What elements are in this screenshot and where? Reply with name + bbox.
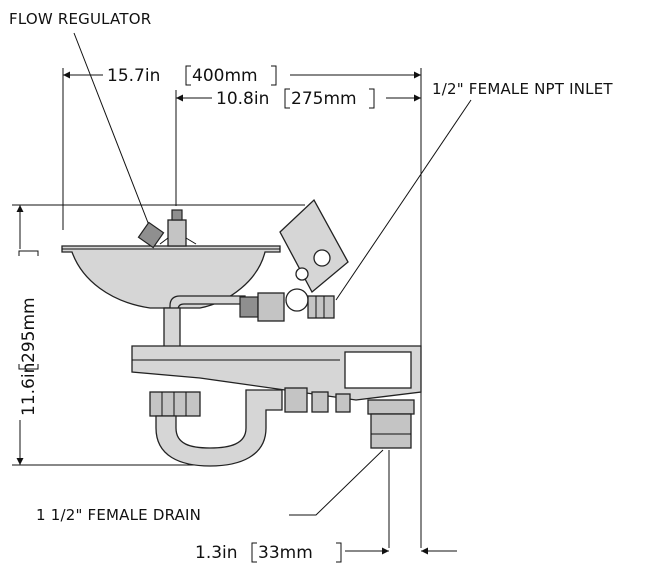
lower-fitting-3 xyxy=(335,393,351,413)
valve-handle xyxy=(285,288,309,312)
npt-inlet-label: 1/2" FEMALE NPT INLET xyxy=(432,80,613,98)
flow-regulator xyxy=(137,221,165,249)
lower-fitting-2 xyxy=(311,391,329,413)
flow-regulator-leader xyxy=(73,32,153,234)
width-to-spout-dimension: 10.8in 275mm xyxy=(176,88,421,109)
width-to-spout-metric: 275mm xyxy=(291,89,357,109)
width-to-spout-imperial: 10.8in xyxy=(216,89,269,109)
npt-inlet-leader xyxy=(335,99,472,301)
height-total-metric: 295mm xyxy=(19,297,39,363)
spray-head-cap xyxy=(171,209,183,221)
bracket-hole-lower xyxy=(295,267,309,281)
p-trap xyxy=(155,389,283,467)
drain-fitting xyxy=(370,413,412,449)
spray-head xyxy=(167,219,187,247)
drain-label: 1 1/2" FEMALE DRAIN xyxy=(36,506,201,524)
height-total-dimension: 11.6in 295mm xyxy=(16,205,39,465)
width-total-imperial: 15.7in xyxy=(107,66,160,86)
drain-collar xyxy=(367,399,415,415)
drain-offset-imperial: 1.3in xyxy=(195,543,238,563)
flow-regulator-label: FLOW REGULATOR xyxy=(9,10,151,28)
width-total-dimension: 15.7in 400mm xyxy=(63,65,421,86)
ball-valve xyxy=(257,292,285,322)
base-label-plate xyxy=(344,351,412,389)
drain-offset-metric: 33mm xyxy=(258,543,313,563)
trap-coupling xyxy=(149,391,201,417)
drain-leader xyxy=(289,449,384,516)
inlet-fitting xyxy=(239,296,259,318)
width-total-metric: 400mm xyxy=(192,66,258,86)
npt-inlet-fitting xyxy=(307,295,335,319)
eyewash-fixture xyxy=(61,198,422,467)
mounting-bracket xyxy=(279,198,349,294)
lower-fitting-1 xyxy=(284,387,308,413)
drain-offset-dimension: 1.3in 33mm xyxy=(195,542,457,563)
height-total-imperial: 11.6in xyxy=(19,363,39,416)
bracket-hole-upper xyxy=(313,249,331,267)
